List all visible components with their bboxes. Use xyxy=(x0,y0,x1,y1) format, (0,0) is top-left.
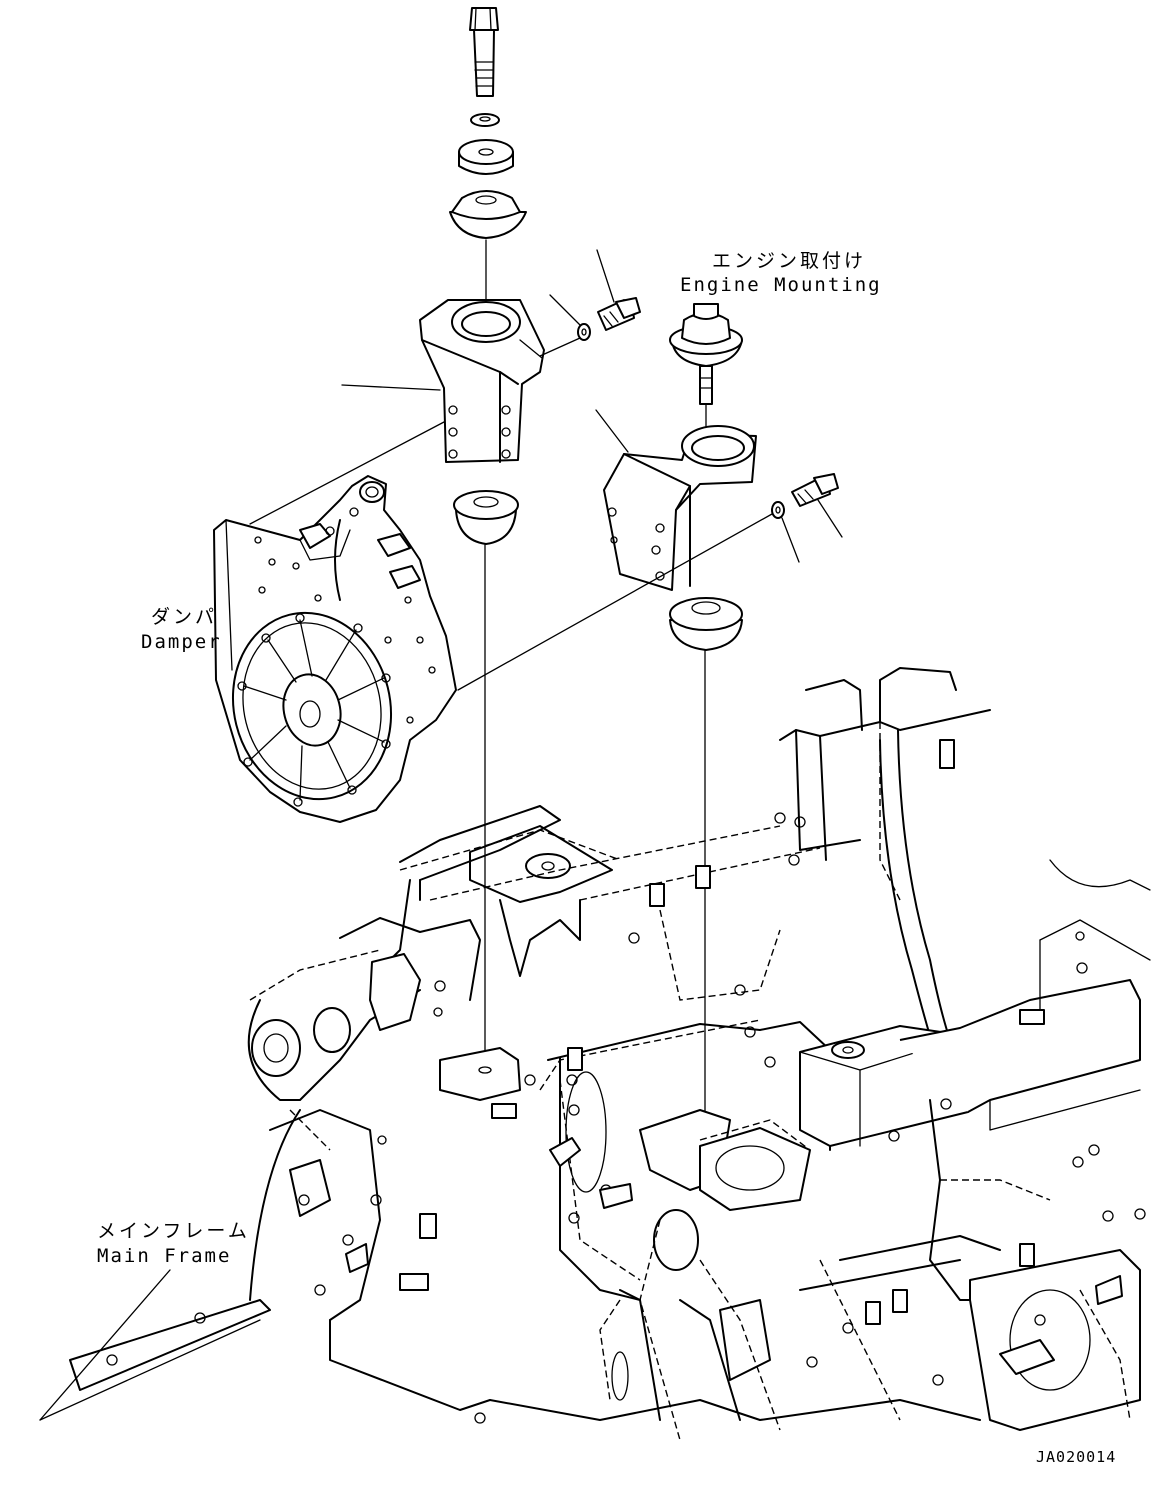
damper-label-jp: ダンパ xyxy=(151,606,218,628)
main-frame-label-en: Main Frame xyxy=(97,1245,232,1267)
left-mount-upper-rubber xyxy=(449,190,527,239)
right-engine-mount-bracket xyxy=(603,425,757,591)
left-mount-bolt xyxy=(469,7,499,97)
right-bracket-washer-leader xyxy=(781,517,800,563)
right-mount-lower-rubber xyxy=(669,597,743,651)
main-frame-hidden-lines xyxy=(249,700,1131,1441)
main-frame-leader xyxy=(39,1269,171,1421)
left-bracket-bolt-leader xyxy=(596,249,615,303)
frame-bolts-and-fittings xyxy=(106,507,1146,1424)
main-frame xyxy=(39,667,1151,1431)
left-bracket-to-damper-line xyxy=(249,421,445,525)
main-frame-label-jp: メインフレーム xyxy=(97,1220,250,1242)
left-engine-mount-bracket xyxy=(419,299,545,463)
right-mount-rubber-bolt xyxy=(669,303,743,405)
engine-mounting-label-jp: エンジン取付け xyxy=(712,250,867,272)
right-bracket-bolt xyxy=(791,473,839,507)
right-bracket-bolt-leader xyxy=(817,499,843,538)
right-bracket-leader xyxy=(595,409,629,453)
left-bracket-washer xyxy=(577,323,591,341)
drawing-code: JA020014 xyxy=(1036,1448,1117,1466)
left-bracket-bolt xyxy=(597,297,641,331)
right-bracket-to-damper-line xyxy=(457,513,773,691)
damper-label-en: Damper xyxy=(141,631,222,653)
damper-plate xyxy=(231,611,393,807)
engine-mounting-label-en: Engine Mounting xyxy=(680,274,882,296)
left-mount-washer xyxy=(470,113,500,127)
left-bracket-leader xyxy=(341,384,441,391)
left-bracket-washer-leader xyxy=(549,294,581,326)
left-mount-lower-rubber xyxy=(453,490,519,545)
left-bracket-bolt-axis xyxy=(539,337,581,357)
right-bracket-washer xyxy=(771,501,785,519)
left-mount-upper-cushion xyxy=(458,139,514,175)
